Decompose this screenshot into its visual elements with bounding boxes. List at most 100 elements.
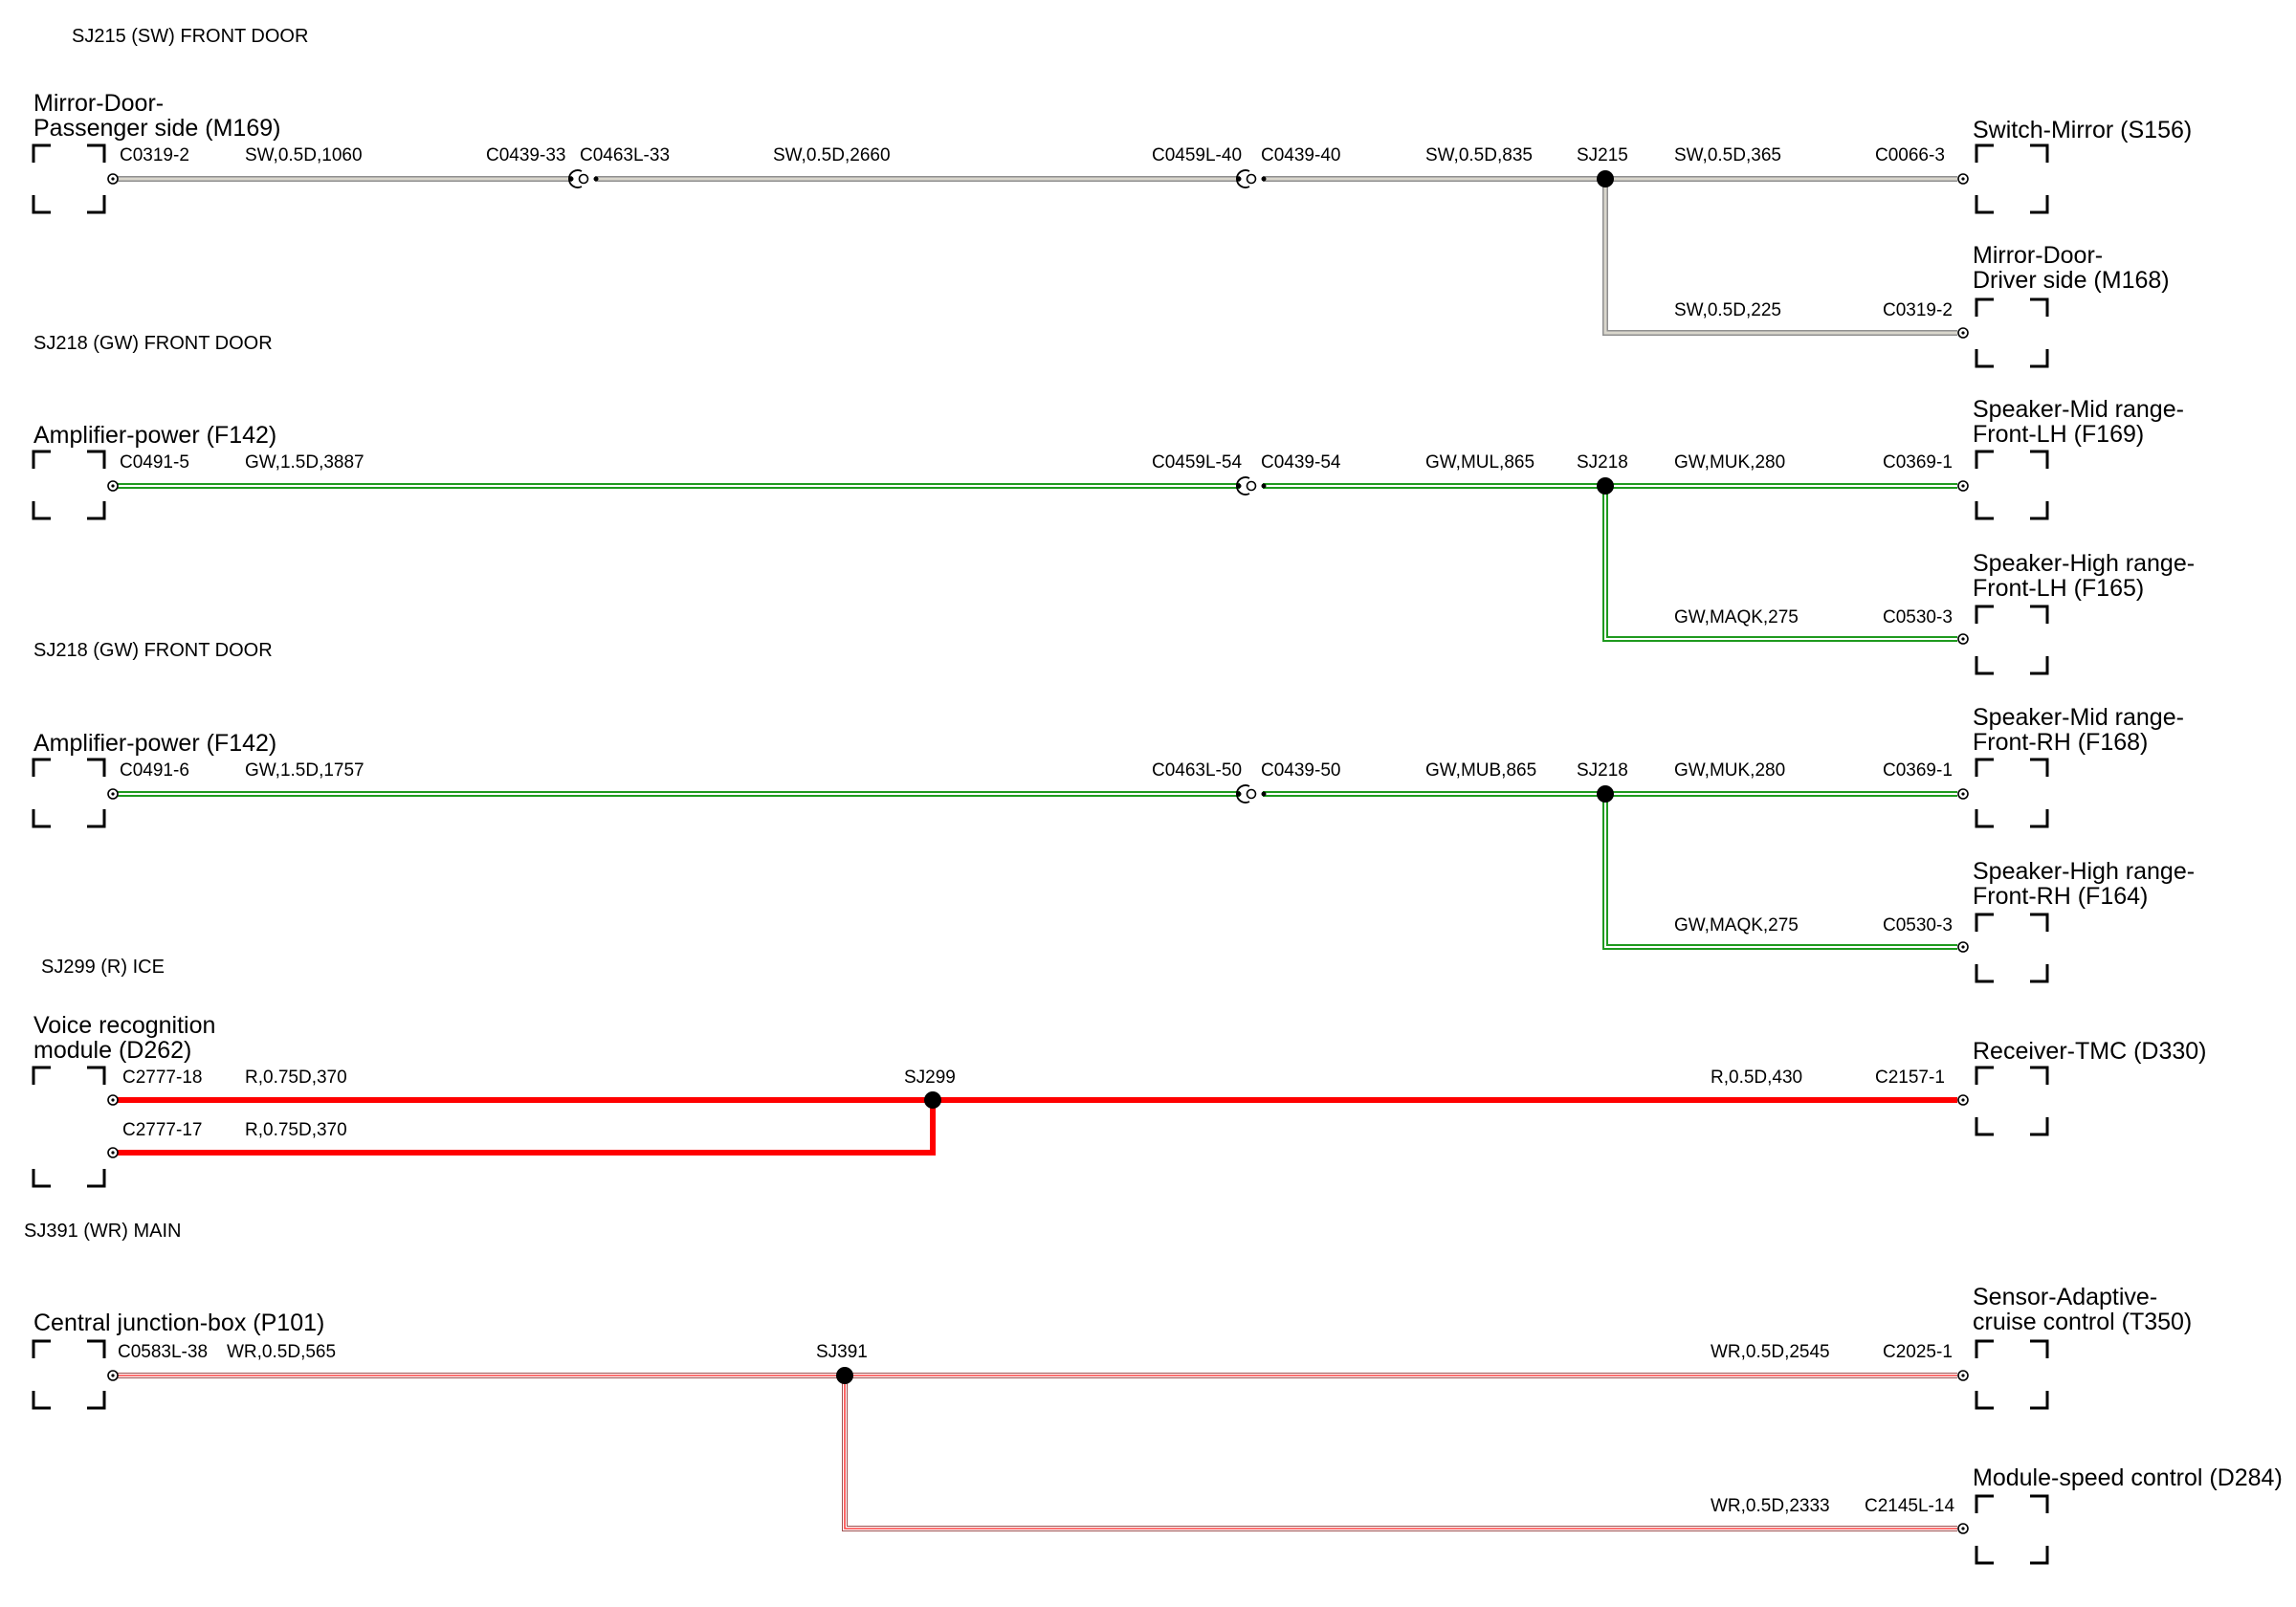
connector-label: C0459L-54 — [1152, 452, 1242, 473]
connector-label: C0319-2 — [120, 145, 189, 165]
frame-corner — [1975, 964, 1994, 983]
component-name-line: Mirror-Door- — [1973, 242, 2103, 269]
component-name: Module-speed control (D284) — [1973, 1464, 2283, 1491]
wire-label: SW,0.5D,1060 — [245, 145, 363, 165]
wire-label: GW,MUL,865 — [1425, 452, 1534, 473]
wire-stroke — [1604, 486, 1957, 640]
frame-corner — [87, 758, 106, 777]
connector-label: C2025-1 — [1883, 1342, 1953, 1362]
component-frame — [1975, 1339, 2049, 1410]
connector-label: C0530-3 — [1883, 607, 1953, 627]
frame-corner — [1975, 1339, 1994, 1358]
component-frame — [1975, 913, 2049, 983]
component-frame — [32, 143, 106, 214]
wire-sw — [1602, 179, 1957, 336]
component-name-line: Front-LH (F165) — [1973, 575, 2144, 602]
frame-corner — [32, 758, 51, 777]
component-name-line: cruise control (T350) — [1973, 1309, 2192, 1335]
connector-label: C0369-1 — [1883, 452, 1953, 473]
wire-stroke — [844, 1376, 1957, 1530]
frame-corner — [87, 143, 106, 163]
connector-label: C0491-6 — [120, 760, 189, 781]
splice-dot — [1597, 170, 1614, 187]
frame-corner — [87, 1066, 106, 1085]
section-title: SJ391 (WR) MAIN — [24, 1221, 181, 1242]
frame-corner — [2030, 1546, 2049, 1565]
wire-label: WR,0.5D,2333 — [1711, 1496, 1830, 1516]
component-name-line: Speaker-Mid range- — [1973, 704, 2184, 731]
component-name-line: Receiver-TMC (D330) — [1973, 1038, 2206, 1065]
frame-corner — [2030, 913, 2049, 932]
frame-corner — [2030, 809, 2049, 828]
frame-corner — [2030, 195, 2049, 214]
section-title: SJ218 (GW) FRONT DOOR — [33, 640, 273, 661]
wire-gw — [1602, 486, 1957, 642]
connector-label: C0369-1 — [1883, 760, 1953, 781]
frame-corner — [2030, 964, 2049, 983]
frame-corner — [2030, 1117, 2049, 1136]
frame-corner — [1975, 450, 1994, 469]
wire-stroke — [1603, 179, 1957, 335]
frame-corner — [32, 1339, 51, 1358]
connector-label: C0459L-40 — [1152, 145, 1242, 165]
frame-corner — [2030, 758, 2049, 777]
connector-label: C2777-17 — [122, 1120, 202, 1140]
component-name-line: Speaker-High range- — [1973, 550, 2195, 577]
component-name: Amplifier-power (F142) — [33, 422, 276, 449]
pin-dot — [1961, 1374, 1965, 1377]
frame-corner — [2030, 450, 2049, 469]
frame-corner — [87, 1391, 106, 1410]
wire-label: SW,0.5D,835 — [1425, 145, 1533, 165]
frame-corner — [2030, 1339, 2049, 1358]
frame-corner — [32, 450, 51, 469]
pin-dot — [111, 1098, 115, 1102]
component-name-line: Switch-Mirror (S156) — [1973, 117, 2192, 143]
component-name-line: Front-RH (F164) — [1973, 883, 2148, 910]
wire-label: R,0.75D,370 — [245, 1120, 347, 1140]
component-name: Receiver-TMC (D330) — [1973, 1038, 2206, 1065]
splice-dot — [1597, 477, 1614, 495]
splice-label: SJ218 — [1577, 452, 1628, 473]
connector-label: C0319-2 — [1883, 300, 1953, 320]
wire-label: GW,MAQK,275 — [1674, 607, 1799, 627]
wire-label: R,0.75D,370 — [245, 1068, 347, 1088]
wire-label: WR,0.5D,2545 — [1711, 1342, 1830, 1362]
component-name: Mirror-Door-Driver side (M168) — [1973, 242, 2170, 294]
frame-corner — [1975, 1117, 1994, 1136]
connector-label: C0463L-33 — [580, 145, 670, 165]
wire-label: WR,0.5D,565 — [227, 1342, 336, 1362]
section-title: SJ299 (R) ICE — [41, 957, 165, 978]
wire-wr — [842, 1376, 1957, 1531]
connector-label: C0439-54 — [1261, 452, 1341, 473]
wire-label: GW,MUB,865 — [1425, 760, 1536, 781]
frame-corner — [87, 450, 106, 469]
pin-dot — [111, 792, 115, 796]
wire-label: GW,1.5D,1757 — [245, 760, 364, 781]
frame-corner — [2030, 297, 2049, 317]
inline-contact — [578, 173, 589, 185]
frame-corner — [2030, 605, 2049, 624]
wire-stroke — [113, 1100, 936, 1156]
inline-pin — [1261, 483, 1267, 489]
connector-label: C0530-3 — [1883, 915, 1953, 936]
wire-gw — [1602, 794, 1957, 950]
component-name: Speaker-High range-Front-LH (F165) — [1973, 550, 2195, 602]
connector-label: C2157-1 — [1875, 1068, 1945, 1088]
component-frame — [1975, 758, 2049, 828]
frame-corner — [1975, 297, 1994, 317]
inline-pin — [1261, 791, 1267, 797]
component-frame — [1975, 450, 2049, 520]
component-frame — [32, 1339, 106, 1410]
inline-socket — [1236, 784, 1250, 804]
frame-corner — [1975, 1494, 1994, 1513]
frame-corner — [1975, 501, 1994, 520]
frame-corner — [32, 1391, 51, 1410]
component-name-line: Module-speed control (D284) — [1973, 1464, 2283, 1491]
component-name-line: Sensor-Adaptive- — [1973, 1284, 2157, 1310]
pin-dot — [111, 1374, 115, 1377]
frame-corner — [32, 143, 51, 163]
section-title: SJ215 (SW) FRONT DOOR — [72, 26, 308, 47]
component-frame — [1975, 1494, 2049, 1565]
component-frame — [1975, 605, 2049, 675]
inline-pin — [593, 176, 599, 182]
